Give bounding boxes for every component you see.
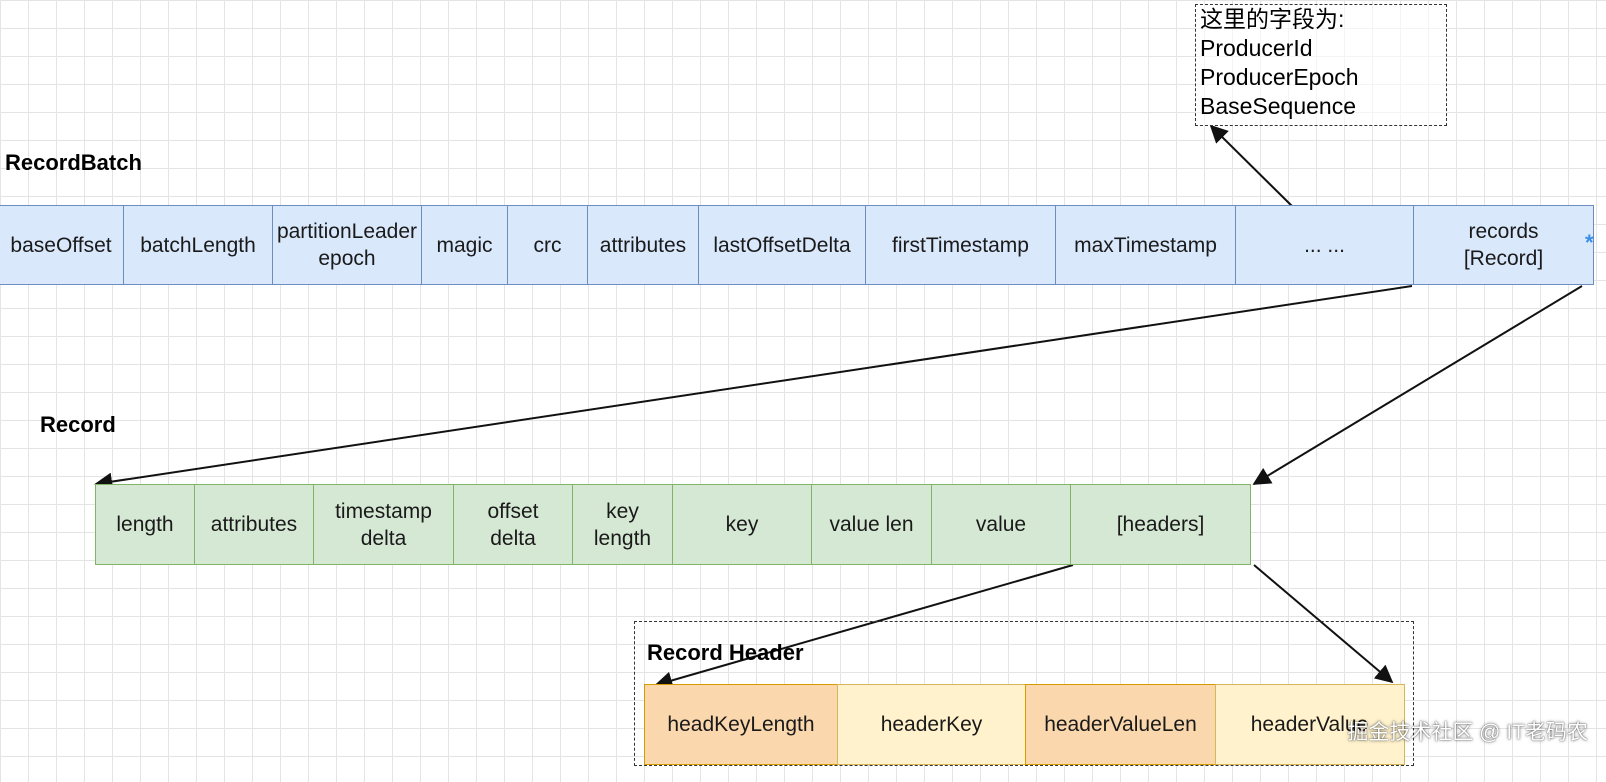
field-partition-leader-epoch: partitionLeader epoch	[272, 205, 422, 285]
field-max-timestamp: maxTimestamp	[1055, 205, 1236, 285]
record-row: length attributes timestamp delta offset…	[95, 484, 1251, 565]
field-length: length	[95, 484, 195, 565]
field-last-offset-delta: lastOffsetDelta	[698, 205, 866, 285]
field-header-key: headerKey	[836, 684, 1027, 765]
arrow-records-to-record-right	[1252, 285, 1583, 485]
field-offset-delta: offset delta	[452, 484, 574, 565]
field-head-key-length: headKeyLength	[644, 684, 838, 765]
note-line: 这里的字段为:	[1200, 6, 1345, 32]
field-first-timestamp: firstTimestamp	[864, 205, 1057, 285]
arrow-ellipsis-to-note	[1209, 124, 1297, 211]
field-key-length: key length	[572, 484, 673, 565]
field-ellipsis: ... ...	[1234, 205, 1415, 285]
note-line: ProducerId	[1200, 35, 1313, 61]
field-value-len: value len	[811, 484, 932, 565]
field-header-value: headerValue	[1214, 684, 1405, 765]
field-attributes: attributes	[586, 205, 700, 285]
record-title: Record	[40, 412, 116, 437]
arrow-headers-to-header-right	[1253, 564, 1394, 684]
arrow-headers-to-header-left	[654, 564, 1074, 690]
field-headers: [headers]	[1070, 484, 1251, 565]
field-header-value-len: headerValueLen	[1025, 684, 1216, 765]
record-batch-title: RecordBatch	[5, 150, 142, 175]
note-line: ProducerEpoch	[1200, 64, 1359, 90]
field-crc: crc	[507, 205, 588, 285]
connection-point-marker: *	[1585, 230, 1594, 255]
field-records: records [Record]	[1413, 205, 1594, 285]
field-magic: magic	[420, 205, 509, 285]
watermark: 掘金技术社区 @ IT老码农	[1347, 721, 1588, 744]
field-key: key	[671, 484, 813, 565]
record-batch-row: baseOffset batchLength partitionLeader e…	[0, 205, 1594, 285]
field-base-offset: baseOffset	[0, 205, 124, 285]
field-batch-length: batchLength	[122, 205, 274, 285]
arrow-records-to-record-left	[94, 285, 1413, 491]
note-line: BaseSequence	[1200, 93, 1357, 119]
record-header-group	[634, 621, 1414, 766]
field-timestamp-delta: timestamp delta	[313, 484, 454, 565]
producer-fields-note: 这里的字段为: ProducerId ProducerEpoch BaseSeq…	[1195, 4, 1447, 126]
record-header-title: Record Header	[647, 640, 804, 665]
field-value: value	[930, 484, 1072, 565]
record-header-row: headKeyLength headerKey headerValueLen h…	[644, 684, 1405, 765]
field-attributes: attributes	[193, 484, 315, 565]
